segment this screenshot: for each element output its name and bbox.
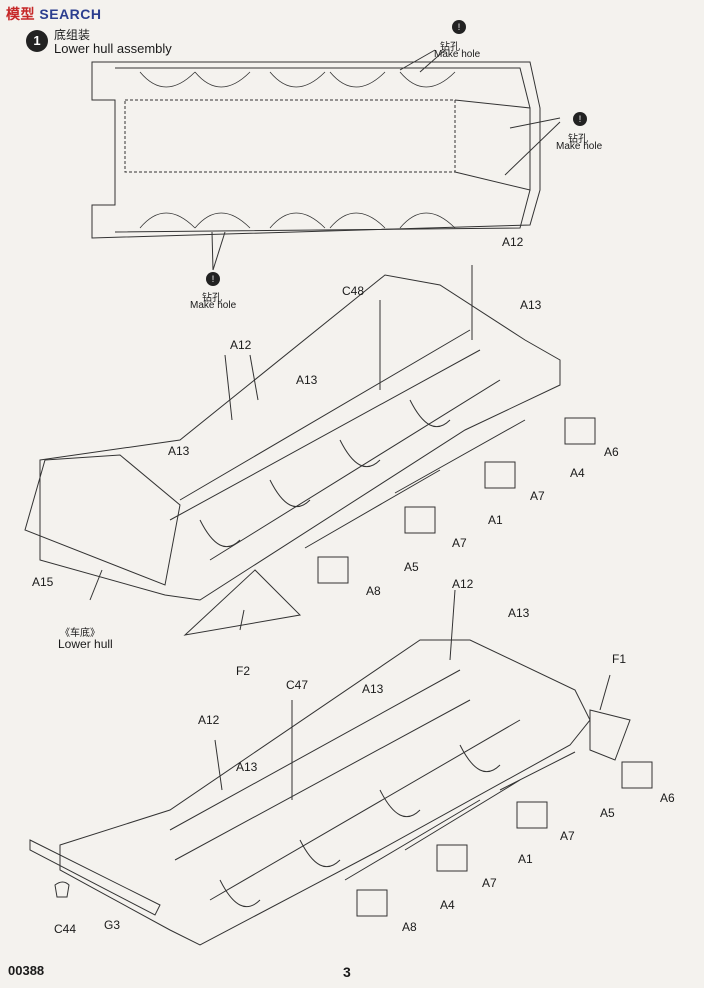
label-a13-upper-right: A13	[520, 298, 542, 312]
lower-assembly	[29, 589, 653, 946]
label-a7-upper-right: A7	[530, 489, 545, 503]
step-number-badge: 1	[26, 30, 48, 52]
label-a13-upper-mid: A13	[296, 373, 318, 387]
label-c48: C48	[342, 284, 365, 298]
watermark-en: SEARCH	[39, 6, 102, 22]
page-number: 3	[343, 964, 351, 980]
label-a8-lower: A8	[402, 920, 417, 934]
make-hole-cn-right: 钻孔	[568, 134, 588, 145]
label-a13-lower-mid: A13	[362, 682, 384, 696]
label-a4-upper: A4	[570, 466, 585, 480]
make-hole-badge-top: !	[452, 20, 466, 34]
label-a13-lower-right: A13	[508, 606, 530, 620]
label-a7-lower-left: A7	[482, 876, 497, 890]
make-hole-badge-right: !	[573, 112, 587, 126]
lower-hull-en: Lower hull	[58, 637, 113, 651]
label-a12-lower-right: A12	[452, 577, 474, 591]
label-a6-upper: A6	[604, 445, 619, 459]
watermark-cn: 模型	[6, 6, 35, 22]
make-hole-cn-top: 钻孔	[440, 42, 460, 53]
make-hole-cn-bottom: 钻孔	[202, 293, 222, 304]
make-hole-en-bottom: Make hole	[190, 300, 237, 311]
make-hole-en-right: Make hole	[556, 141, 603, 152]
label-a15: A15	[32, 575, 54, 589]
make-hole-en-top: Make hole	[434, 49, 481, 60]
watermark: 模型 SEARCH	[6, 4, 102, 24]
step-title-cn: 底组装	[54, 28, 91, 42]
make-hole-badge-bottom: !	[206, 272, 220, 286]
label-f2: F2	[236, 664, 251, 678]
label-c47: C47	[286, 678, 309, 692]
label-a1-lower: A1	[518, 852, 533, 866]
label-a12-upper-left: A12	[230, 338, 252, 352]
label-a7-upper-left: A7	[452, 536, 467, 550]
label-a13-upper-left: A13	[168, 444, 190, 458]
label-a12-upper-right: A12	[502, 235, 524, 249]
label-f1: F1	[612, 652, 627, 666]
upper-assembly	[24, 265, 596, 636]
label-a6-lower: A6	[660, 791, 675, 805]
product-code: 00388	[8, 963, 45, 978]
step-title-en: Lower hull assembly	[54, 41, 172, 56]
label-c44: C44	[54, 922, 77, 936]
label-a1-upper: A1	[488, 513, 503, 527]
label-a13-lower-left: A13	[236, 760, 258, 774]
lower-hull-cn: 《车底》	[60, 628, 100, 639]
label-g3: G3	[104, 918, 121, 932]
label-a4-lower: A4	[440, 898, 455, 912]
hull-top-view	[91, 49, 561, 271]
label-a12-lower-left: A12	[198, 713, 220, 727]
label-a8-upper: A8	[366, 584, 381, 598]
label-a7-lower-right: A7	[560, 829, 575, 843]
label-a5-upper: A5	[404, 560, 419, 574]
label-a5-lower: A5	[600, 806, 615, 820]
